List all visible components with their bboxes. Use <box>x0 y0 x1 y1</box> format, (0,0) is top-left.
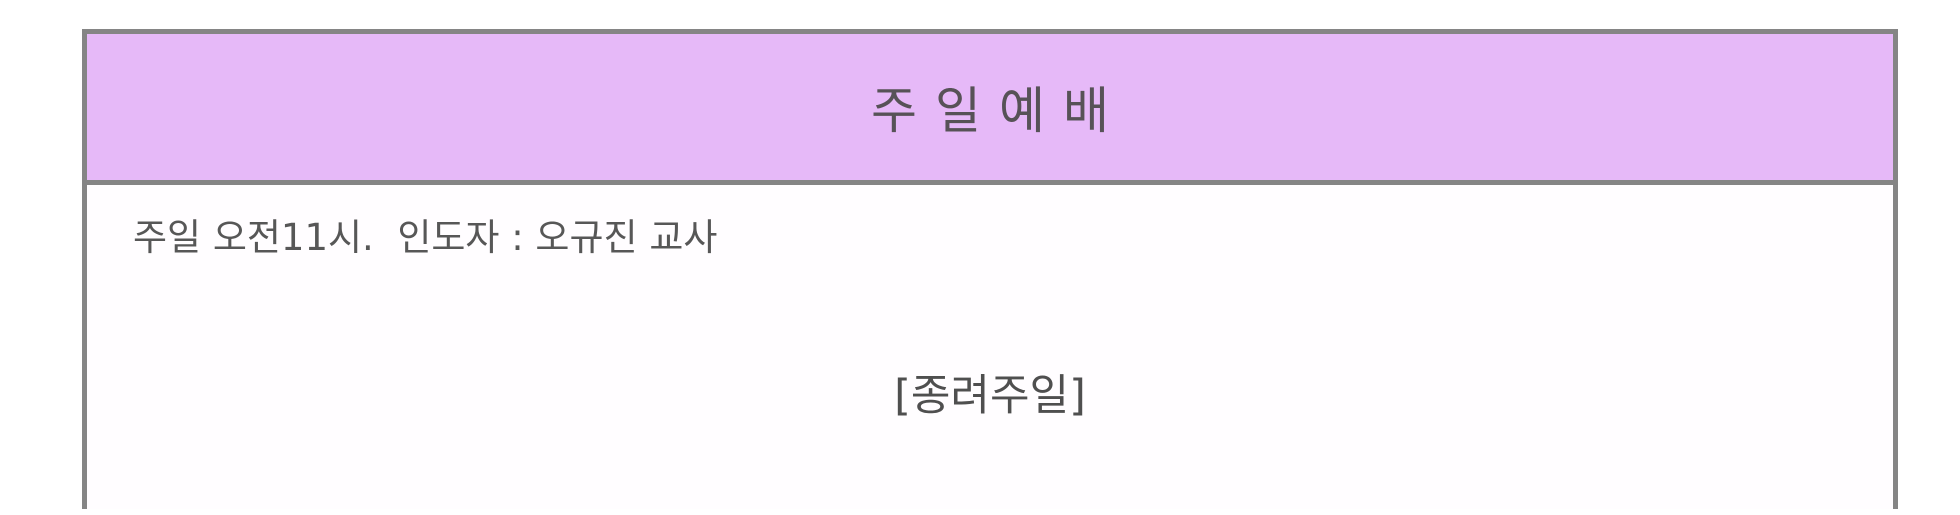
table-body: 주일 오전11시. 인도자 : 오규진 교사 [종려주일] <box>87 185 1893 515</box>
table-header: 주일예배 <box>87 34 1893 185</box>
occasion-label: [종려주일] <box>894 371 1086 421</box>
service-table: 주일예배 주일 오전11시. 인도자 : 오규진 교사 [종려주일] <box>82 29 1898 509</box>
schedule-line: 주일 오전11시. 인도자 : 오규진 교사 <box>133 216 718 259</box>
service-title: 주일예배 <box>871 82 1127 140</box>
